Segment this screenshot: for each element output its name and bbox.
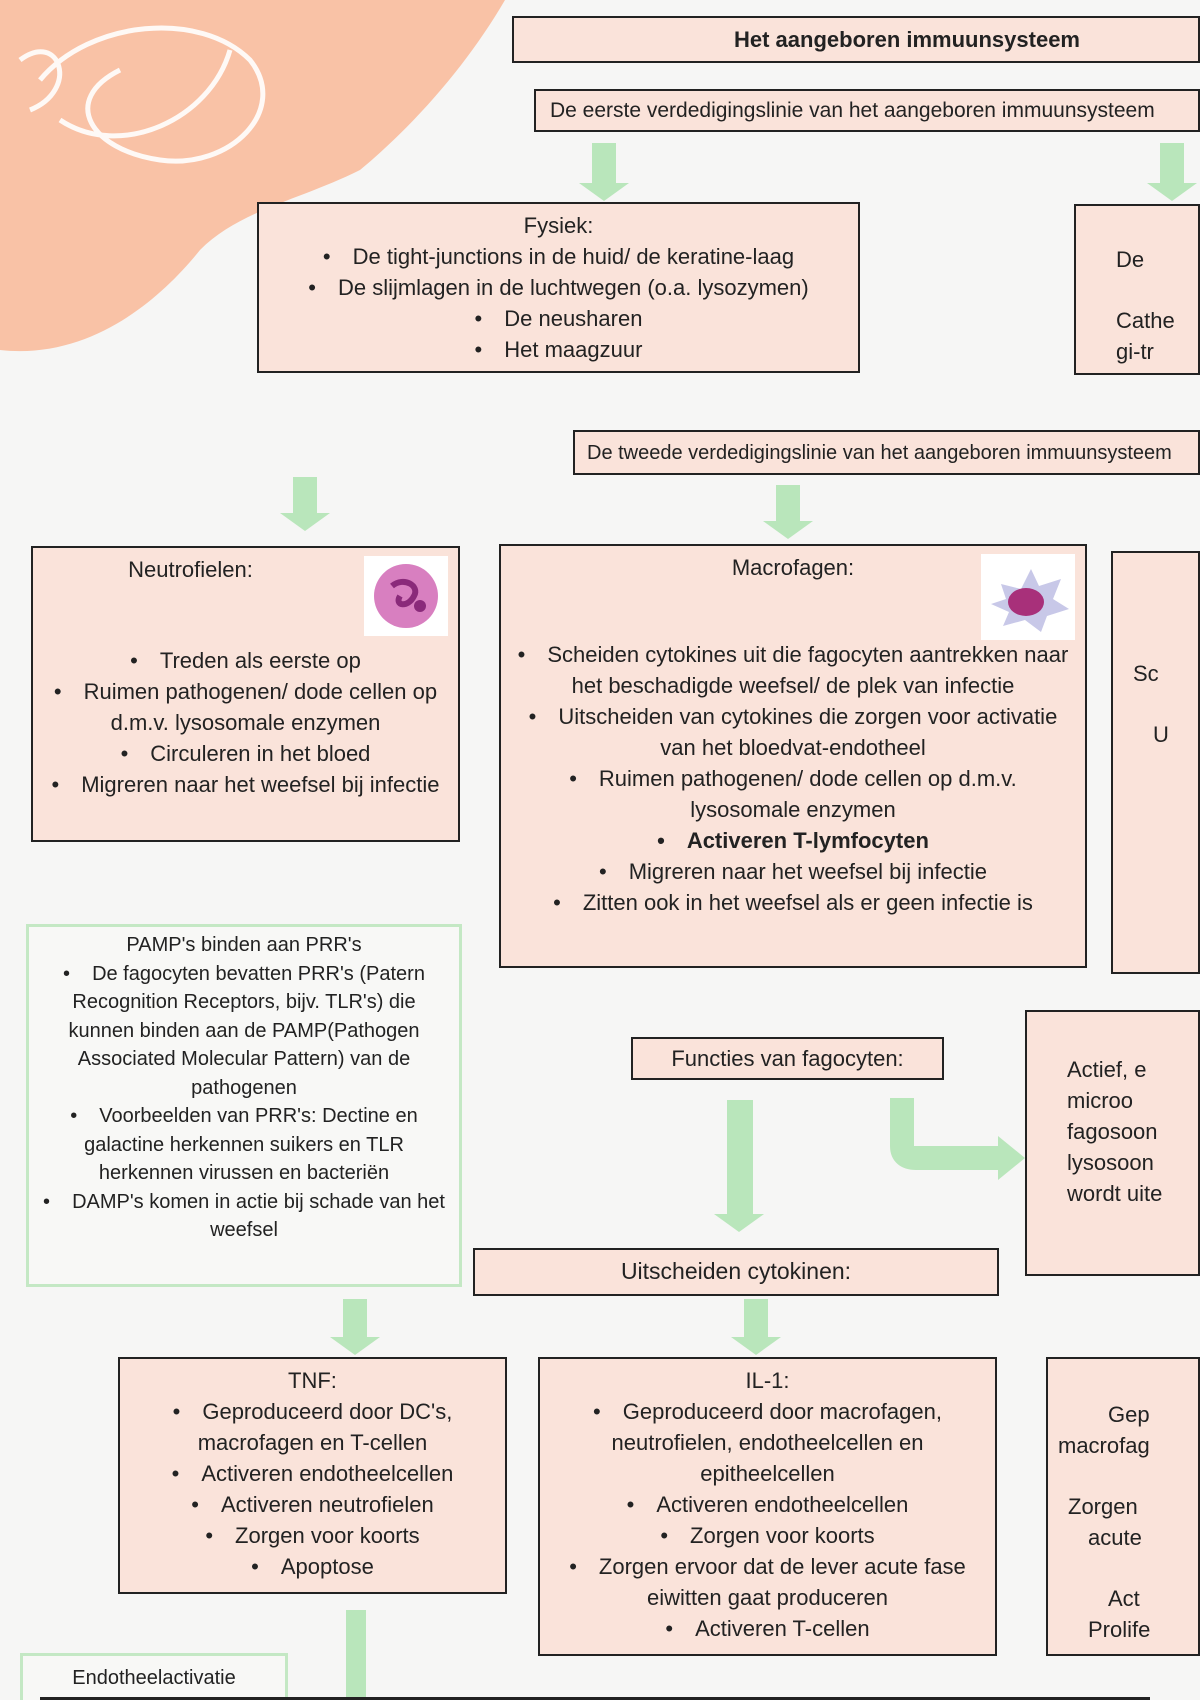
arrow-down-icon (1147, 143, 1197, 201)
list-item: Ruimen pathogenen/ dode cellen op d.m.v.… (47, 676, 444, 738)
list-item: Activeren neutrofielen (134, 1489, 491, 1520)
list-item: Treden als eerste op (47, 645, 444, 676)
list-item: Migreren naar het weefsel bij infectie (47, 769, 444, 800)
functies-label: Functies van fagocyten: (671, 1046, 904, 1071)
list-item: Sc (1133, 661, 1159, 686)
list-item: Apoptose (134, 1551, 491, 1582)
neutrofielen-box: Neutrofielen: Treden als eerste opRuimen… (31, 546, 460, 842)
actief-box: Actief, e microo fagosoon lysosoon wordt… (1025, 1010, 1200, 1276)
decorative-blob (0, 0, 505, 352)
title-box: Het aangeboren immuunsysteem (512, 16, 1200, 63)
list-item: Activeren endotheelcellen (134, 1458, 491, 1489)
list-item: Voorbeelden van PRR's: Dectine en galact… (43, 1102, 445, 1188)
endotheel-label: Endotheelactivatie (72, 1667, 236, 1689)
text-line: Gep (1108, 1402, 1150, 1427)
first-line-label: De eerste verdedigingslinie van het aang… (550, 99, 1155, 122)
arrow-down-icon (714, 1100, 764, 1232)
arrow-down-icon (330, 1299, 380, 1355)
list-item: Activeren endotheelcellen (554, 1489, 981, 1520)
list-item: Migreren naar het weefsel bij infectie (515, 856, 1071, 887)
bent-arrow-icon (890, 1098, 1025, 1180)
list-item: Activeren T-lymfocyten (515, 825, 1071, 856)
list-item: Zitten ook in het weefsel als er geen in… (515, 887, 1071, 918)
tnf-heading: TNF: (288, 1368, 337, 1393)
il6-box: Gep macrofag Zorgen acute Act Prolife (1046, 1357, 1200, 1656)
macrofagen-box: Macrofagen: Scheiden cytokines uit die f… (499, 544, 1087, 968)
second-line-box: De tweede verdedigingslinie van het aang… (573, 430, 1200, 475)
il1-box: IL-1: Geproduceerd door macrofagen, neut… (538, 1357, 997, 1656)
neutrofielen-heading: Neutrofielen: (128, 557, 253, 582)
text-line: lysosoon (1067, 1150, 1154, 1175)
list-item: DAMP's komen in actie bij schade van het… (43, 1188, 445, 1245)
text-line: Actief, e (1067, 1057, 1147, 1082)
chemical-box: De Cathe gi-tr (1074, 204, 1200, 375)
list-item: Zorgen ervoor dat de lever acute fase ei… (554, 1551, 981, 1613)
text-line: fagosoon (1067, 1119, 1158, 1144)
list-item: Cathe (1116, 308, 1175, 333)
list-item: Zorgen voor koorts (134, 1520, 491, 1551)
uitscheiden-box: Uitscheiden cytokinen: (473, 1248, 999, 1296)
pamp-heading: PAMP's binden aan PRR's (126, 934, 362, 956)
list-item: Zorgen voor koorts (554, 1520, 981, 1551)
list-item: U (1153, 722, 1169, 747)
tnf-box: TNF: Geproduceerd door DC's, macrofagen … (118, 1357, 507, 1594)
arrow-down-icon (280, 477, 330, 531)
list-item: Ruimen pathogenen/ dode cellen op d.m.v.… (515, 763, 1071, 825)
list-item: Geproduceerd door macrofagen, neutrofiel… (554, 1396, 981, 1489)
text-line: acute (1088, 1525, 1142, 1550)
connector-bar (346, 1610, 366, 1700)
fysiek-box: Fysiek: De tight-junctions in de huid/ d… (257, 202, 860, 373)
arrow-down-icon (763, 485, 813, 539)
first-line-box: De eerste verdedigingslinie van het aang… (534, 89, 1200, 132)
text-line: wordt uite (1067, 1181, 1163, 1206)
macrophage-image (981, 554, 1075, 640)
third-cell-box: Sc U (1111, 551, 1200, 974)
list-item: De neusharen (273, 303, 844, 334)
text-line: macrofag (1058, 1433, 1150, 1458)
title: Het aangeboren immuunsysteem (734, 27, 1080, 52)
second-line-label: De tweede verdedigingslinie van het aang… (587, 442, 1172, 464)
bottom-divider (40, 1697, 1150, 1700)
arrow-down-icon (731, 1299, 781, 1355)
functies-box: Functies van fagocyten: (631, 1037, 944, 1080)
text-line: Act (1108, 1586, 1140, 1611)
pamp-box: PAMP's binden aan PRR's De fagocyten bev… (26, 924, 462, 1287)
macrofagen-heading: Macrofagen: (731, 555, 855, 580)
list-item: De fagocyten bevatten PRR's (Patern Reco… (43, 960, 445, 1103)
text-line: Zorgen (1068, 1494, 1138, 1519)
list-item: Circuleren in het bloed (47, 738, 444, 769)
neutrophil-image (364, 556, 448, 636)
endotheel-box: Endotheelactivatie (20, 1653, 288, 1700)
fysiek-heading: Fysiek: (523, 213, 594, 238)
il1-heading: IL-1: (745, 1368, 790, 1393)
list-item: De slijmlagen in de luchtwegen (o.a. lys… (273, 272, 844, 303)
list-item: Geproduceerd door DC's, macrofagen en T-… (134, 1396, 491, 1458)
list-item: Het maagzuur (273, 334, 844, 365)
text-line: microo (1067, 1088, 1134, 1113)
uitscheiden-label: Uitscheiden cytokinen: (620, 1258, 852, 1284)
arrow-down-icon (579, 143, 629, 201)
list-item: gi-tr (1116, 339, 1154, 364)
list-item: De (1116, 247, 1145, 272)
list-item: Activeren T-cellen (554, 1613, 981, 1644)
list-item: Uitscheiden van cytokines die zorgen voo… (515, 701, 1071, 763)
text-line: Prolife (1088, 1617, 1151, 1642)
list-item: Scheiden cytokines uit die fagocyten aan… (515, 639, 1071, 701)
list-item: De tight-junctions in de huid/ de kerati… (273, 241, 844, 272)
